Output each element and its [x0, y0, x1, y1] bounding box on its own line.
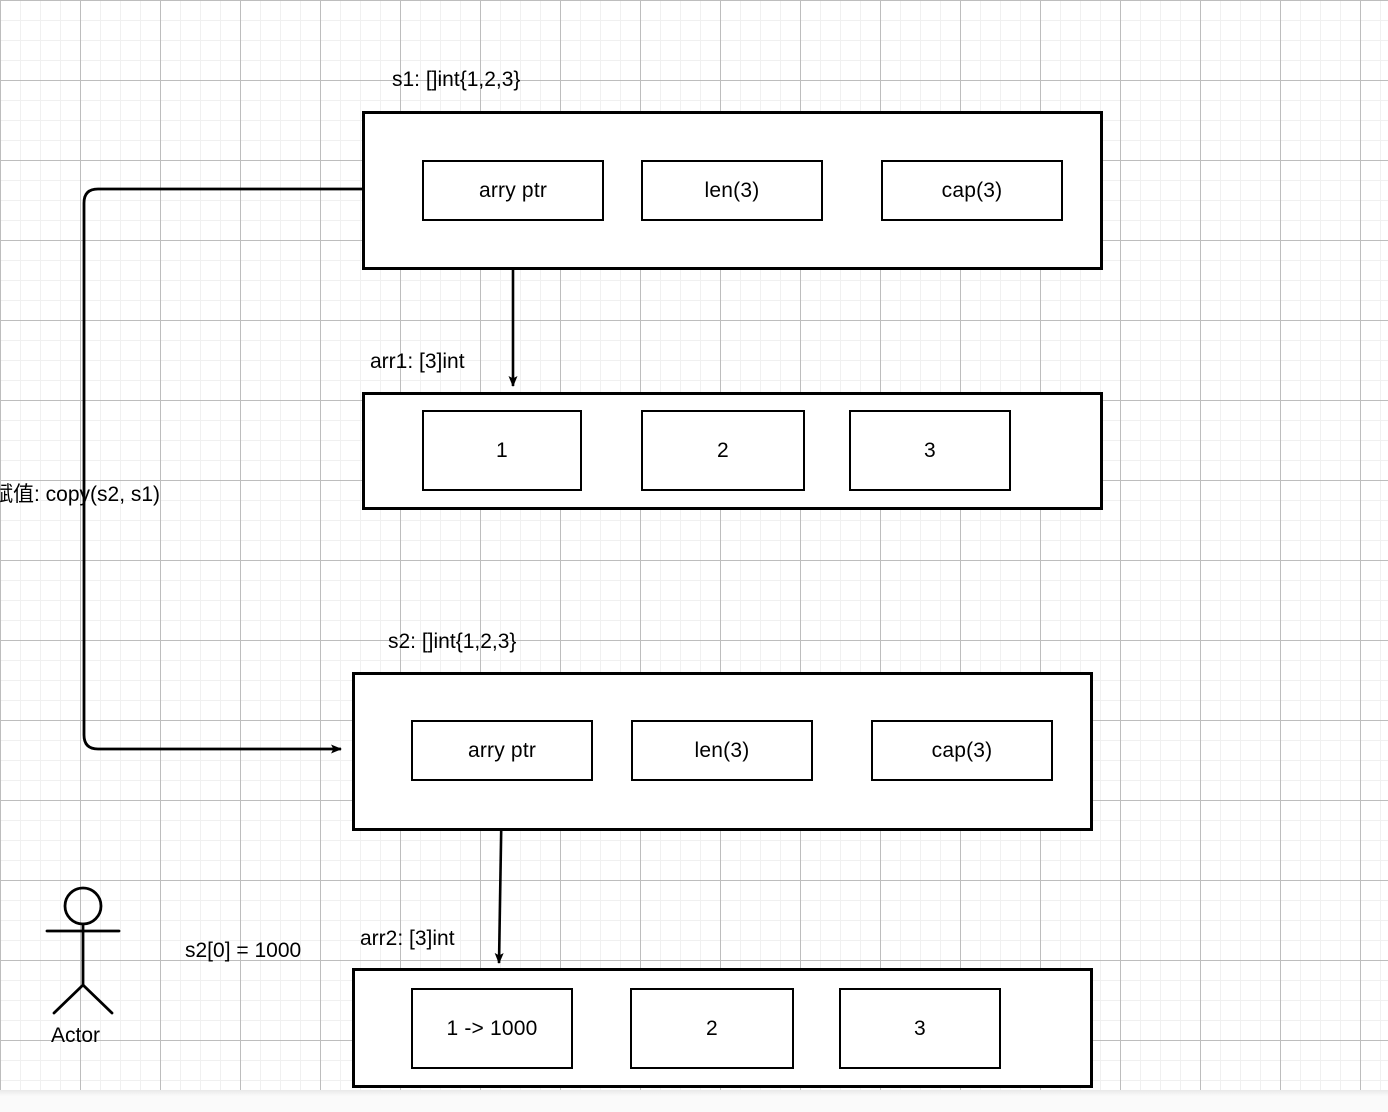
s2-arry-ptr-cell[interactable]: arry ptr — [411, 720, 593, 781]
arr2-index2-cell[interactable]: 3 — [839, 988, 1001, 1069]
s1-arry-ptr-text: arry ptr — [478, 178, 548, 202]
arr1-index2-text: 3 — [924, 438, 936, 462]
s2-box-label: s2: []int{1,2,3} — [388, 630, 517, 653]
mutation-annotation-label: s2[0] = 1000 — [185, 939, 302, 962]
arr1-index2-cell[interactable]: 3 — [849, 410, 1011, 491]
s1-len-text: len(3) — [704, 178, 760, 202]
arr1-index1-cell[interactable]: 2 — [641, 410, 805, 491]
arr2-index1-cell[interactable]: 2 — [630, 988, 794, 1069]
actor-label: Actor — [51, 1024, 101, 1047]
page-edge-shadow — [0, 1090, 1388, 1096]
s1-cap-cell[interactable]: cap(3) — [881, 160, 1063, 221]
arr1-index0-cell[interactable]: 1 — [422, 410, 582, 491]
s2-cap-text: cap(3) — [931, 738, 993, 762]
s1-arry-ptr-cell[interactable]: arry ptr — [422, 160, 604, 221]
s2-arry-ptr-text: arry ptr — [467, 738, 537, 762]
arr2-box-label: arr2: [3]int — [360, 927, 455, 950]
s2-len-cell[interactable]: len(3) — [631, 720, 813, 781]
arr1-index0-text: 1 — [496, 438, 508, 462]
s2-cap-cell[interactable]: cap(3) — [871, 720, 1053, 781]
arr1-box-label: arr1: [3]int — [370, 350, 465, 373]
arr2-index1-text: 2 — [706, 1016, 718, 1040]
copy-annotation-label: 赋值: copy(s2, s1) — [0, 483, 161, 506]
arr2-index2-text: 3 — [914, 1016, 926, 1040]
s2-len-text: len(3) — [694, 738, 750, 762]
arr2-index0-text: 1 -> 1000 — [446, 1016, 538, 1040]
s1-len-cell[interactable]: len(3) — [641, 160, 823, 221]
s1-cap-text: cap(3) — [941, 178, 1003, 202]
arr1-index1-text: 2 — [717, 438, 729, 462]
s1-box-label: s1: []int{1,2,3} — [392, 68, 521, 91]
arr2-index0-cell[interactable]: 1 -> 1000 — [411, 988, 573, 1069]
